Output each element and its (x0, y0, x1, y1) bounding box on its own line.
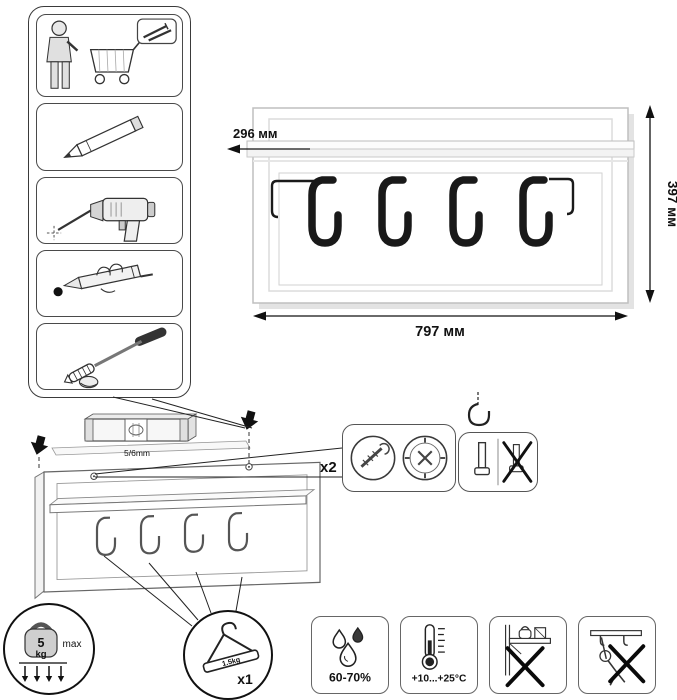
hanger-qty-label: x1 (237, 671, 253, 687)
coat-hook-outline (227, 511, 249, 552)
hook-mount-icon (467, 392, 491, 427)
rail-bracket-left (270, 179, 317, 219)
load-arrows-icon (21, 666, 65, 682)
humidity-range-label: 60-70% (329, 670, 371, 684)
installation-diagram: 5/6mm (30, 410, 321, 600)
depth-dimension: 296 мм (227, 126, 310, 154)
fasteners-qty-label: x2 (320, 459, 337, 476)
hanger-load-badge: 1.5kg x1 (183, 610, 273, 700)
no-hanging-restriction (578, 616, 656, 694)
humidity-drops-icon: 60-70% (329, 626, 371, 684)
width-dimension-label: 797 мм (415, 324, 465, 340)
temperature-range-label: +10...+25°C (412, 673, 467, 684)
pencil-icon (63, 116, 144, 159)
person-with-cart-icon (46, 18, 177, 89)
drill-icon (46, 197, 156, 242)
thermometer-icon: +10...+25°C (412, 624, 467, 684)
width-dimension: 797 мм (253, 311, 628, 340)
required-tools-panel (28, 6, 191, 398)
coat-hook-outline (95, 516, 117, 556)
max-suffix-label: max (63, 639, 82, 650)
tool-step-anchoring (36, 322, 183, 390)
max-weight-value: 5 (38, 636, 45, 650)
depth-dimension-label: 296 мм (233, 126, 278, 141)
spirit-level-icon (83, 413, 198, 442)
tool-step-drilling (36, 176, 183, 244)
no-overload-icon (505, 624, 551, 688)
wall-plug-part-icon (63, 363, 95, 384)
hook-orientation-correct (474, 441, 490, 476)
tool-step-plugging (36, 249, 183, 317)
no-overload-restriction (489, 616, 567, 694)
rail-bracket-right (549, 177, 575, 216)
mounting-point-arrow-left (30, 435, 49, 455)
coat-hook-outline (139, 515, 161, 555)
height-dimension: 397 мм (645, 105, 677, 303)
hanger-icon: 1.5kg (202, 621, 260, 673)
drill-size-label: 5/6mm (124, 448, 150, 458)
coat-hook (308, 176, 342, 247)
kettlebell-icon: 5 kg (24, 622, 58, 660)
coat-hook-outline (183, 513, 205, 553)
height-dimension-label: 397 мм (665, 181, 677, 227)
max-weight-unit: kg (35, 649, 46, 660)
no-hanging-icon (590, 630, 646, 686)
tool-step-marking (36, 103, 183, 171)
tool-step-shopping (36, 14, 183, 98)
max-load-badge: 5 kg max (3, 603, 95, 695)
fasteners-box (342, 424, 456, 492)
hook-orientation-box (458, 432, 538, 492)
screwdriver-with-wall-plug-icon (63, 327, 167, 389)
coat-hook (449, 176, 483, 247)
hook-orientation-wrong (502, 441, 533, 483)
screw-icon (350, 435, 396, 481)
screws-pack-icon (136, 18, 177, 45)
coat-hook (378, 176, 412, 247)
mounting-point-arrow-right (240, 410, 259, 430)
shelf-front-edge (246, 148, 635, 158)
glue-applicator-icon (53, 263, 153, 296)
product-dimension-drawing: 296 мм 397 мм 797 мм (227, 105, 677, 340)
shelf-top (246, 140, 635, 150)
coat-hook (519, 176, 553, 247)
humidity-restriction: 60-70% (311, 616, 389, 694)
panel-outline (34, 461, 321, 600)
temperature-restriction: +10...+25°C (400, 616, 478, 694)
glue-drop-icon (53, 286, 63, 296)
wall-plug-icon (402, 435, 448, 481)
